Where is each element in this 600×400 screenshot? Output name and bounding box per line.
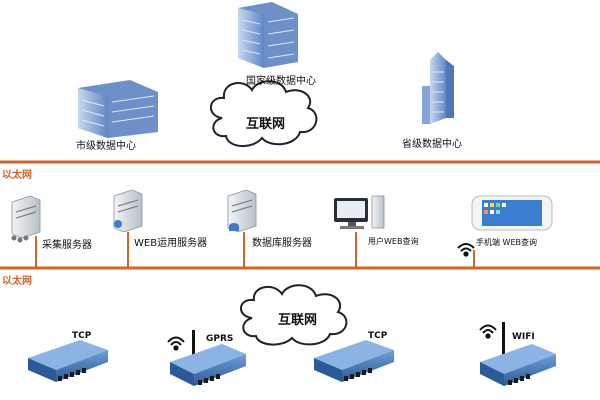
device-1-icon	[28, 340, 108, 382]
internet-label-bottom: 互联网	[278, 313, 318, 328]
web-app-server-label: WEB运用服务器	[134, 238, 208, 249]
ethernet-label-2: 以太网	[2, 276, 32, 287]
ethernet-label-1: 以太网	[2, 170, 32, 181]
device-4-label: WIFI	[512, 332, 535, 342]
device-3-label: TCP	[368, 331, 388, 341]
province-dc-label: 省级数据中心	[402, 139, 462, 150]
internet-label-top: 互联网	[246, 117, 286, 132]
acquisition-server-label: 采集服务器	[42, 240, 92, 251]
city-building-icon	[78, 80, 158, 138]
national-building-icon	[238, 2, 298, 68]
web-app-server-icon	[113, 189, 143, 233]
wifi-icon-device-4	[479, 324, 497, 339]
acquisition-server-icon	[11, 195, 41, 243]
database-server-label: 数据库服务器	[252, 238, 312, 249]
city-dc-label: 市级数据中心	[76, 141, 136, 152]
user-pc-icon	[334, 195, 385, 229]
internet-cloud-icon-top	[210, 80, 318, 147]
province-building-icon	[422, 52, 454, 124]
national-dc-label: 国家级数据中心	[246, 76, 316, 87]
mobile-web-query-label: 手机端 WEB查询	[476, 238, 537, 247]
internet-cloud-icon-bottom	[240, 284, 348, 346]
device-4-icon	[480, 322, 556, 386]
device-1-label: TCP	[72, 331, 92, 341]
wifi-icon-device-2	[167, 336, 185, 351]
device-2-icon	[170, 330, 246, 386]
device-3-icon	[314, 340, 394, 382]
wifi-icon-mobile	[457, 243, 475, 257]
user-web-query-label: 用户WEB查询	[368, 237, 419, 246]
mobile-phone-icon	[471, 195, 553, 231]
device-2-label: GPRS	[206, 334, 234, 344]
database-server-icon	[227, 189, 257, 233]
server-connection-lines	[35, 232, 475, 268]
